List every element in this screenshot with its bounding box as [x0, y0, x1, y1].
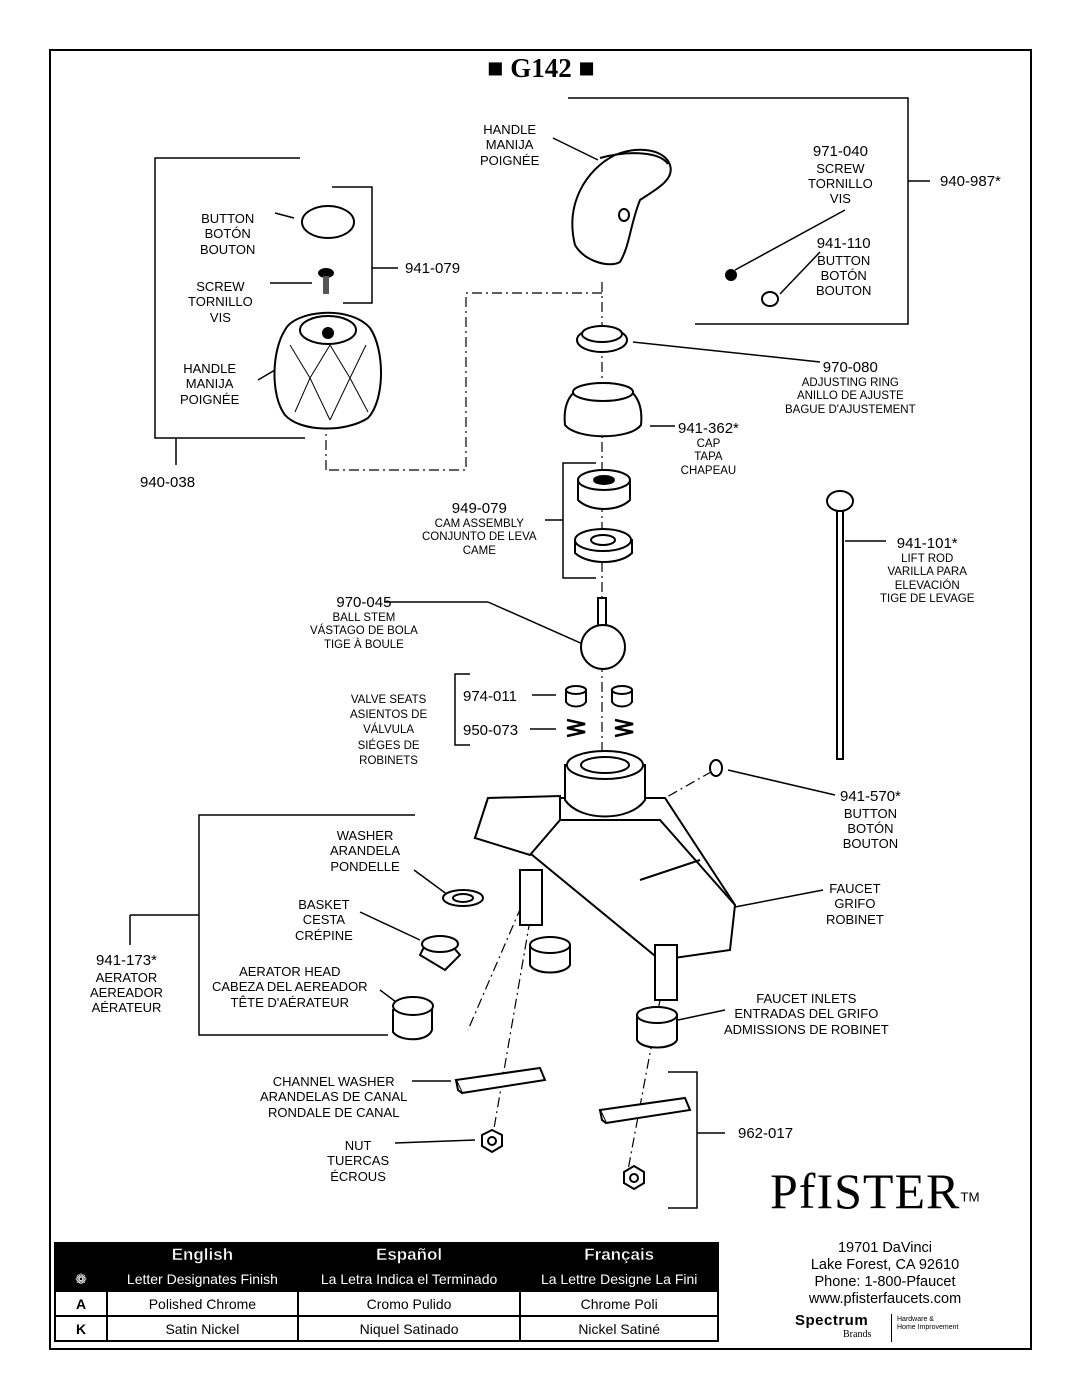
legend-subheader-espanol: La Letra Indica el Terminado — [296, 1266, 522, 1292]
finish-espanol: Cromo Pulido — [296, 1290, 522, 1317]
finish-espanol: Niquel Satinado — [296, 1315, 522, 1342]
bracket-940-038 — [154, 157, 305, 439]
cam-assembly-drawing — [574, 469, 633, 563]
washer-drawing — [442, 889, 484, 907]
part-number-941-079: 941-079 — [405, 260, 461, 277]
channel-washers-drawing — [454, 1066, 692, 1125]
legend-row: K Satin Nickel Niquel Satinado Nickel Sa… — [54, 1315, 719, 1342]
legend-subheader-english: Letter Designates Finish — [106, 1266, 299, 1292]
company-address: 19701 DaVinci Lake Forest, CA 92610 Phon… — [780, 1240, 990, 1308]
part-number-974-011: 974-011 — [463, 688, 517, 705]
part-number-940-038: 940-038 — [140, 474, 196, 491]
part-number-940-987: 940-987* — [940, 173, 1001, 190]
phone-line: Phone: 1-800-Pfaucet — [814, 1274, 956, 1291]
part-number-962-017: 962-017 — [738, 1125, 794, 1142]
legend-header-espanol: Español — [296, 1242, 522, 1268]
finish-code: K — [54, 1315, 108, 1342]
finish-francais: Chrome Poli — [519, 1290, 719, 1317]
button-941-570-drawing — [709, 759, 723, 777]
screw-971-040-drawing — [725, 269, 737, 281]
nuts-drawing — [481, 1128, 645, 1191]
screw-left-drawing — [318, 268, 334, 294]
button-941-110-drawing — [761, 291, 779, 307]
pfister-logo: PfISTERTM — [770, 1163, 980, 1219]
bracket-941-079 — [332, 186, 373, 304]
bracket-941-173 — [198, 814, 415, 1036]
finish-francais: Nickel Satiné — [519, 1315, 719, 1342]
springs-drawing — [566, 718, 634, 738]
address-line: 19701 DaVinci — [837, 1240, 933, 1256]
bracket-940-987 — [568, 97, 909, 325]
legend-header-english: English — [106, 1242, 299, 1268]
finish-english: Polished Chrome — [106, 1290, 299, 1317]
basket-drawing — [418, 935, 462, 972]
legend-symbol: ❁ — [54, 1266, 108, 1292]
adjusting-ring-drawing — [576, 325, 628, 353]
lift-rod-drawing — [826, 490, 854, 760]
legend-header-francais: Français — [519, 1242, 719, 1268]
spectrum-brands-logo: Spectrum Brands Hardware & Home Improvem… — [795, 1312, 959, 1342]
legend-row: A Polished Chrome Cromo Pulido Chrome Po… — [54, 1290, 719, 1317]
knob-handle-drawing — [273, 311, 382, 430]
faucet-body-drawing — [473, 750, 737, 962]
address-line: Lake Forest, CA 92610 — [810, 1257, 960, 1274]
lever-handle-drawing — [571, 148, 672, 266]
finish-english: Satin Nickel — [106, 1315, 299, 1342]
cap-drawing — [563, 381, 643, 438]
valve-seats-drawing — [565, 685, 633, 708]
website-link[interactable]: www.pfisterfaucets.com — [808, 1291, 962, 1308]
faucet-inlets-drawing — [519, 869, 678, 1049]
finish-code: A — [54, 1290, 108, 1317]
legend-header-row: English Español Français — [54, 1242, 719, 1268]
finish-legend-table: English Español Français ❁ Letter Design… — [54, 1242, 719, 1342]
model-title: ■ G142 ■ — [487, 53, 595, 83]
part-number-950-073: 950-073 — [463, 722, 519, 739]
ball-stem-drawing — [580, 597, 626, 670]
button-cap-drawing — [301, 205, 355, 239]
bracket-valve — [454, 673, 470, 746]
page-border — [49, 49, 1032, 1350]
bracket-962-017 — [668, 1071, 698, 1209]
legend-subheader-row: ❁ Letter Designates Finish La Letra Indi… — [54, 1266, 719, 1292]
legend-subheader-francais: La Lettre Designe La Fini — [519, 1266, 719, 1292]
aerator-head-drawing — [392, 996, 434, 1041]
